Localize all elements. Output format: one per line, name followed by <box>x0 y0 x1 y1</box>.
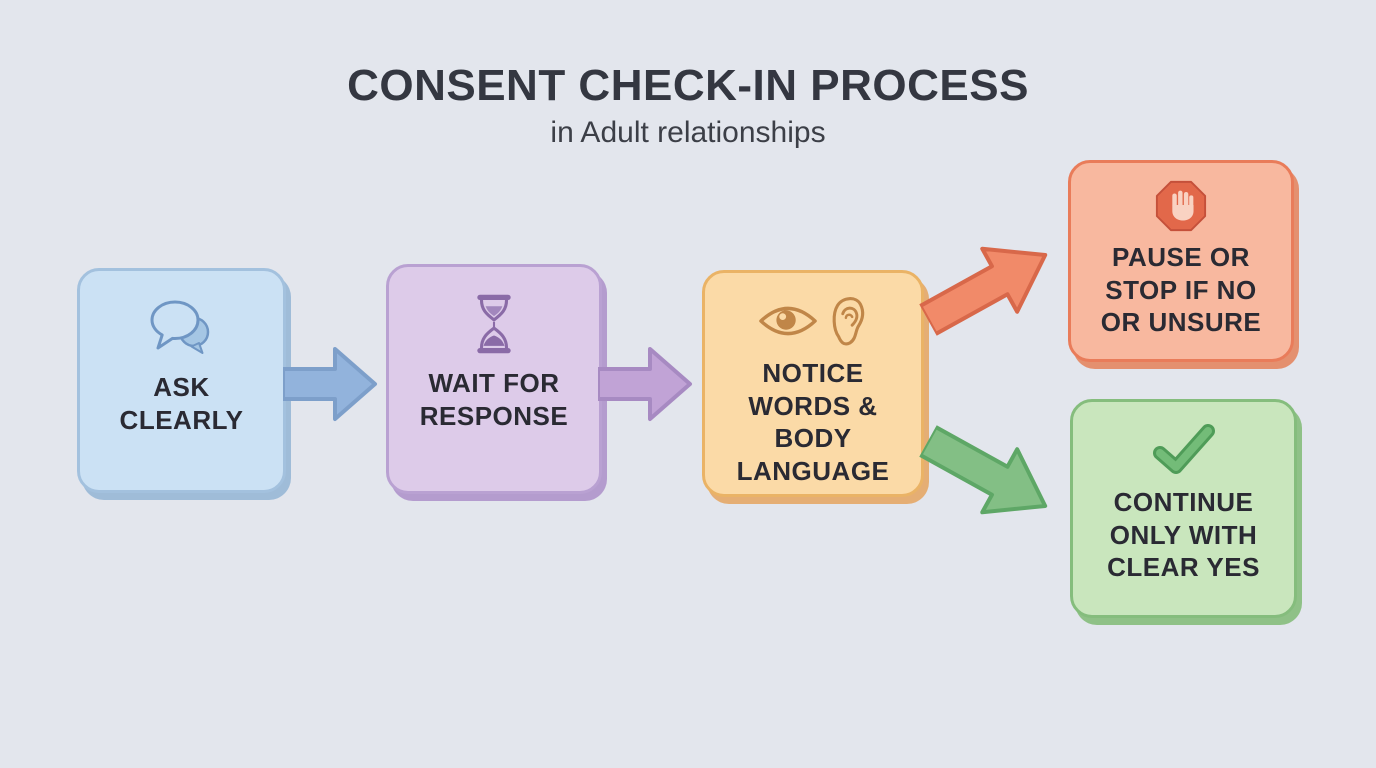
page-title: CONSENT CHECK-IN PROCESS <box>347 61 1029 110</box>
arrow-down-right-green-icon <box>918 425 1048 515</box>
arrow-right-purple-icon <box>598 347 692 421</box>
ear-icon <box>832 297 865 346</box>
step-box-continue-clear-yes: CONTINUE ONLY WITH CLEAR YES <box>1070 399 1297 618</box>
step-box-pause-or-stop: PAUSE OR STOP IF NO OR UNSURE <box>1068 160 1294 362</box>
step-label-ask-clearly: ASK CLEARLY <box>119 372 244 435</box>
step-label-pause-or-stop: PAUSE OR STOP IF NO OR UNSURE <box>1100 242 1262 337</box>
step-icon-row <box>1151 422 1217 476</box>
step-box-wait-for-response: WAIT FOR RESPONSE <box>386 264 602 494</box>
arrow-right-blue-icon <box>283 347 377 421</box>
step-icon-row <box>1154 179 1208 233</box>
step-icon-row <box>147 299 217 357</box>
step-label-wait-for-response: WAIT FOR RESPONSE <box>419 368 569 431</box>
step-box-notice-words-body-language: NOTICE WORDS & BODY LANGUAGE <box>702 270 924 497</box>
eye-icon <box>759 306 817 336</box>
arrow-up-right-red-icon <box>918 246 1048 336</box>
step-icon-row <box>470 293 518 355</box>
speech-bubbles-icon <box>150 300 209 354</box>
stop-hand-icon <box>1155 180 1207 232</box>
step-box-ask-clearly: ASK CLEARLY <box>77 268 286 493</box>
checkmark-icon <box>1152 424 1215 474</box>
step-label-notice-words-body-language: NOTICE WORDS & BODY LANGUAGE <box>736 358 890 486</box>
hourglass-icon <box>477 294 511 354</box>
page-subtitle: in Adult relationships <box>550 116 826 150</box>
header: CONSENT CHECK-IN PROCESS in Adult relati… <box>0 61 1376 150</box>
step-icon-row <box>758 295 868 347</box>
step-label-continue-clear-yes: CONTINUE ONLY WITH CLEAR YES <box>1107 487 1260 582</box>
